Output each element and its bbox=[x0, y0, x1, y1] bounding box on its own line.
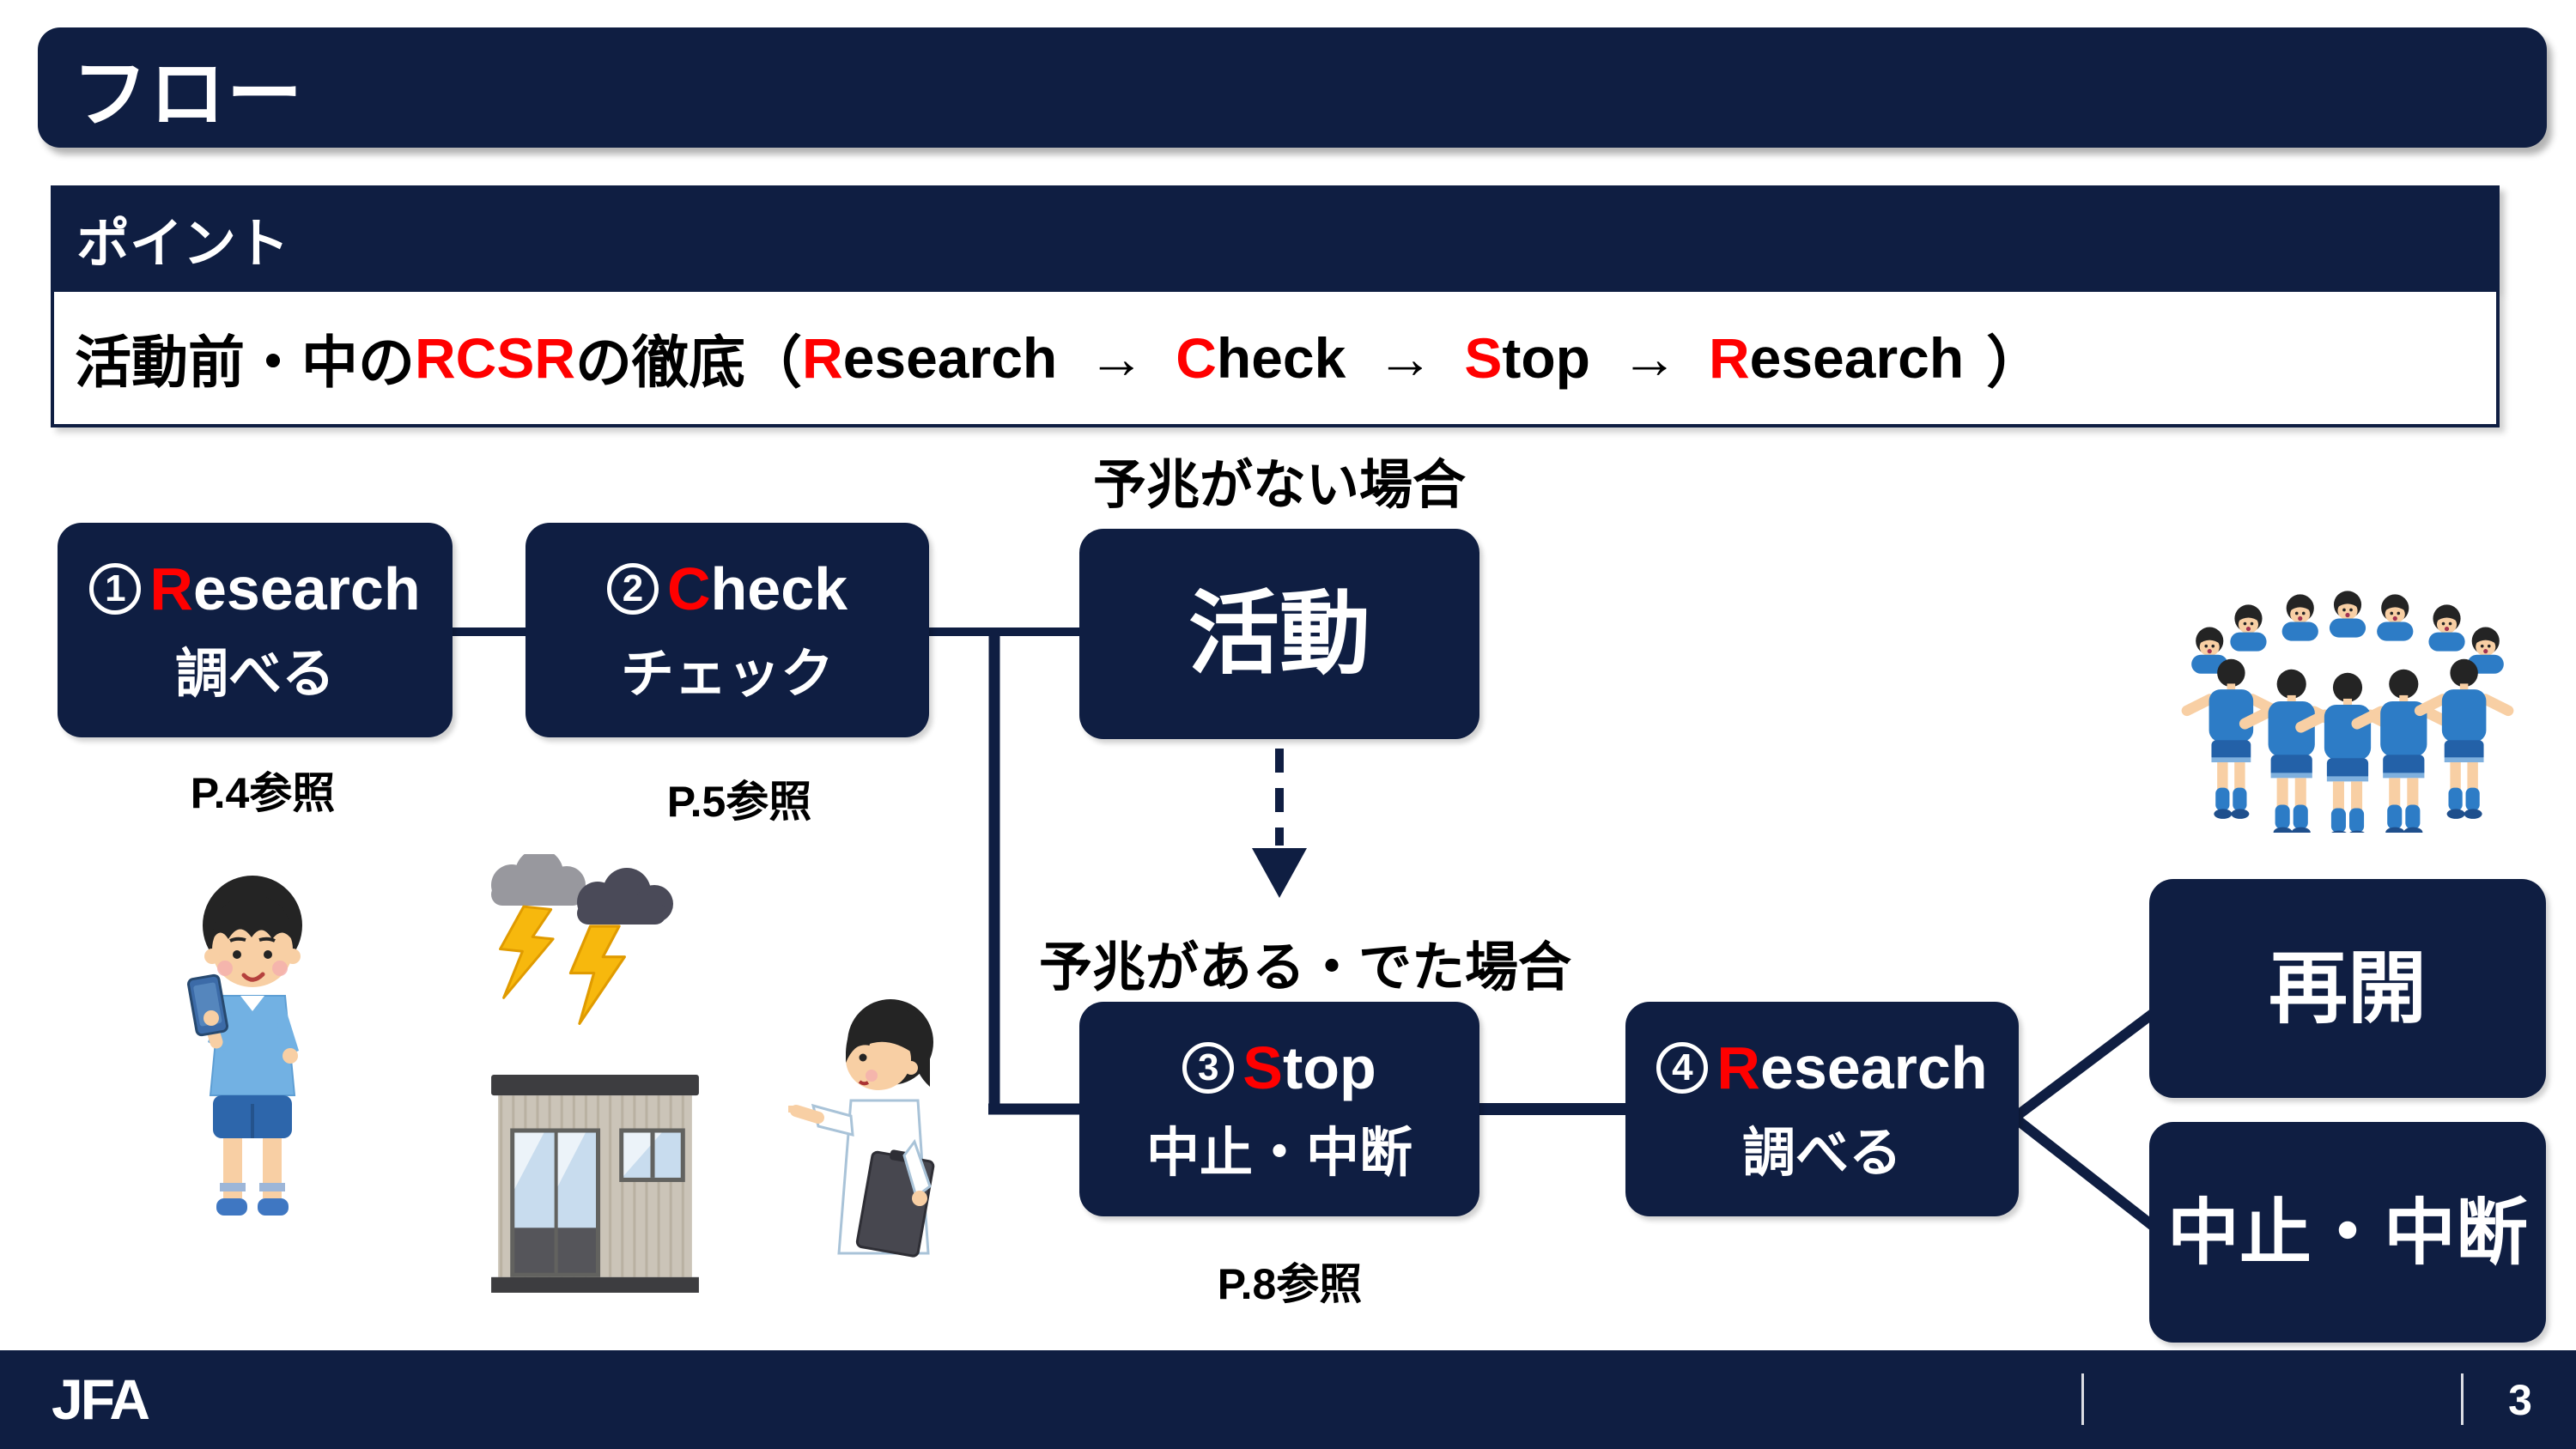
footer-separator bbox=[2461, 1373, 2464, 1425]
arrow-glyph: → bbox=[1376, 326, 1434, 390]
ref-label-p4: P.4参照 bbox=[190, 769, 336, 817]
step-rest: esearch bbox=[842, 326, 1058, 390]
circled-number: 3 bbox=[1182, 1042, 1235, 1094]
circled-number: 1 bbox=[89, 563, 142, 615]
dark-cloud-icon bbox=[577, 868, 673, 925]
flow-box-title: 中止・中断 bbox=[2166, 1191, 2528, 1273]
case-label-no-sign: 予兆がない場合 bbox=[1092, 456, 1466, 515]
case-label-sign: 予兆がある・でた場合 bbox=[1038, 938, 1571, 997]
circled-number: 2 bbox=[606, 563, 659, 615]
step-initial: R bbox=[802, 326, 843, 390]
flow-box-subtitle: 中止・中断 bbox=[1145, 1124, 1413, 1183]
ref-label-p5: P.5参照 bbox=[666, 778, 812, 826]
arrow-glyph: → bbox=[1620, 326, 1678, 390]
arrow-glyph: → bbox=[1088, 326, 1145, 390]
flow-box-title: 活動 bbox=[1188, 583, 1370, 685]
point-header-label: ポイント bbox=[76, 215, 290, 274]
flow-box-suspend: 中止・中断 bbox=[2149, 1122, 2546, 1343]
point-text-middle: の徹底（ bbox=[575, 330, 803, 394]
point-text-highlight: RCSR bbox=[415, 326, 576, 390]
team-huddle-illustration bbox=[2162, 591, 2533, 833]
step-rest: top bbox=[1502, 326, 1590, 390]
slide-title-bar: フロー bbox=[38, 27, 2547, 148]
footer-separator bbox=[2081, 1373, 2084, 1425]
down-arrow-icon bbox=[1252, 848, 1307, 898]
flow-box-title: 再開 bbox=[2268, 944, 2427, 1033]
point-text-suffix: ） bbox=[1986, 330, 2044, 394]
coach-pointing-clipboard-illustration bbox=[788, 999, 935, 1258]
point-section-header: ポイント bbox=[51, 185, 2500, 292]
step-initial: S bbox=[1464, 326, 1503, 390]
flow-box-subtitle: 調べる bbox=[1741, 1124, 1902, 1183]
lightning-icon bbox=[499, 905, 626, 1025]
point-text-prefix: 活動前・中の bbox=[75, 330, 415, 394]
step-rest: heck bbox=[1216, 326, 1346, 390]
flow-box-activity: 活動 bbox=[1079, 529, 1479, 739]
flow-box-resume: 再開 bbox=[2149, 879, 2546, 1098]
prefab-hut-illustration bbox=[491, 1075, 699, 1293]
flow-box-subtitle: チェック bbox=[620, 645, 834, 704]
page-number: 3 bbox=[2508, 1376, 2532, 1424]
storm-clouds-lightning-illustration bbox=[491, 854, 673, 1025]
jfa-logo: JFA bbox=[52, 1367, 150, 1431]
step-rest: esearch bbox=[1749, 326, 1965, 390]
circled-number: 4 bbox=[1656, 1042, 1709, 1094]
footer-bar bbox=[0, 1350, 2576, 1449]
boy-checking-phone-illustration bbox=[186, 876, 302, 1216]
flow-box-subtitle: 調べる bbox=[174, 645, 335, 704]
cloud-icon bbox=[491, 854, 586, 906]
page-title: フロー bbox=[72, 51, 305, 136]
ref-label-p8: P.8参照 bbox=[1217, 1260, 1363, 1308]
step-initial: R bbox=[1708, 326, 1750, 390]
step-initial: C bbox=[1176, 326, 1217, 390]
